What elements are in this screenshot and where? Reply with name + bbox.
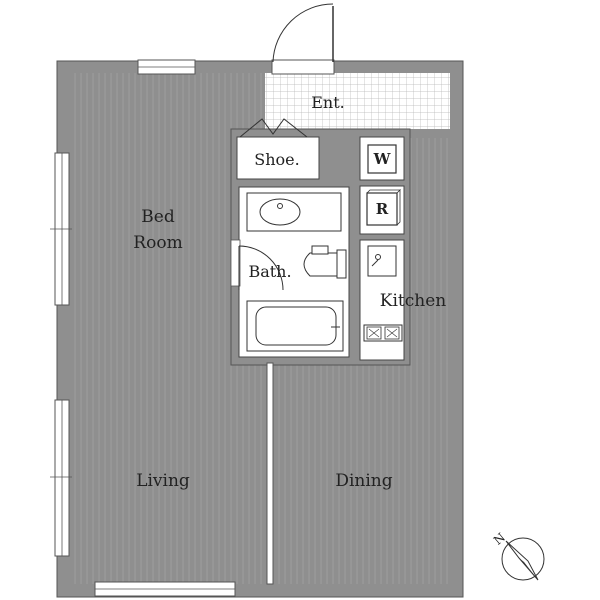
bedroom-label-line2: Room xyxy=(133,233,182,253)
north-label: N xyxy=(491,530,508,547)
washbasin-icon xyxy=(246,192,342,232)
window-left-lower xyxy=(50,399,72,557)
bedroom-label-line1: Bed xyxy=(141,207,175,227)
compass-icon: N xyxy=(491,530,545,581)
washer-icon: W xyxy=(367,144,397,174)
bath-label: Bath. xyxy=(248,262,291,281)
washer-label: W xyxy=(373,150,392,168)
bathroom-door[interactable] xyxy=(230,239,284,291)
window-top xyxy=(137,59,196,75)
window-bottom xyxy=(94,581,236,597)
sink-icon xyxy=(367,245,397,277)
refrigerator-icon: R xyxy=(366,189,401,226)
window-left-upper xyxy=(50,152,72,306)
refrigerator-label: R xyxy=(376,200,389,218)
bathtub-icon xyxy=(246,300,344,352)
entrance-floor xyxy=(265,73,450,129)
shoe-cabinet-doors[interactable] xyxy=(239,118,308,138)
stove-icon xyxy=(363,324,403,342)
kitchen-label: Kitchen xyxy=(380,291,446,311)
entrance-door[interactable] xyxy=(271,3,335,75)
toilet-icon xyxy=(303,245,347,279)
living-label: Living xyxy=(136,471,190,491)
dining-floor xyxy=(272,363,450,584)
partition-wall xyxy=(266,362,274,585)
kitchen-floor xyxy=(407,138,450,364)
shoe-cabinet xyxy=(236,136,320,180)
shoe-label: Shoe. xyxy=(254,150,299,169)
entrance-label: Ent. xyxy=(311,93,345,112)
dining-label: Dining xyxy=(335,471,392,491)
